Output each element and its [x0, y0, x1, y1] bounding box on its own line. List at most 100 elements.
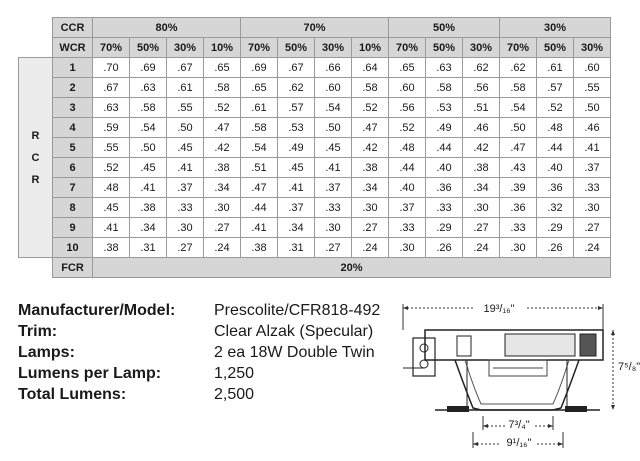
cu-value-cell: .43	[499, 157, 537, 178]
cu-value-cell: .62	[462, 57, 500, 78]
cu-value-cell: .67	[92, 77, 130, 98]
table-row: 3.63.58.55.52.61.57.54.52.56.53.51.54.52…	[19, 97, 611, 118]
cu-value-cell: .33	[425, 197, 463, 218]
cu-value-cell: .64	[351, 57, 389, 78]
cu-value-cell: .36	[499, 197, 537, 218]
luminaire-dimension-diagram: 19³/₁₆" 7⁵/₈" 7³/	[395, 298, 640, 458]
wcr-header-cell: 50%	[129, 37, 167, 58]
cu-value-cell: .47	[203, 117, 241, 138]
cu-value-cell: .69	[240, 57, 278, 78]
corner-blank	[18, 37, 53, 58]
cu-value-cell: .55	[166, 97, 204, 118]
cu-value-cell: .45	[129, 157, 167, 178]
ccr-group-50: 50%	[388, 17, 500, 38]
rcr-side-letter: R	[31, 129, 40, 142]
cu-value-cell: .51	[462, 97, 500, 118]
cu-value-cell: .44	[240, 197, 278, 218]
wcr-header-cell: 70%	[388, 37, 426, 58]
rcr-value: 3	[52, 97, 93, 118]
height-label: 7⁵/₈"	[618, 361, 640, 373]
cu-value-cell: .51	[240, 157, 278, 178]
cu-value-cell: .46	[573, 117, 611, 138]
cu-value-cell: .37	[166, 177, 204, 198]
spec-row: Total Lumens:2,500	[18, 384, 380, 405]
wcr-header-cell: 30%	[166, 37, 204, 58]
wcr-header-cell: 50%	[536, 37, 574, 58]
spec-row: Trim:Clear Alzak (Specular)	[18, 321, 380, 342]
ballast-box	[504, 333, 576, 357]
table-row: 5.55.50.45.42.54.49.45.42.48.44.42.47.44…	[19, 137, 611, 158]
cu-value-cell: .33	[573, 177, 611, 198]
cu-value-cell: .47	[351, 117, 389, 138]
ccr-label: CCR	[52, 17, 93, 38]
wcr-header-cell: 70%	[499, 37, 537, 58]
cu-value-cell: .33	[166, 197, 204, 218]
table-row: 10.38.31.27.24.38.31.27.24.30.26.24.30.2…	[19, 237, 611, 258]
cu-value-cell: .50	[129, 137, 167, 158]
cu-value-cell: .39	[499, 177, 537, 198]
spec-value: 2 ea 18W Double Twin	[214, 344, 375, 361]
rcr-value: 8	[52, 197, 93, 218]
aperture-label: 7³/₄"	[508, 419, 529, 431]
cu-value-cell: .29	[425, 217, 463, 238]
cu-value-cell: .41	[573, 137, 611, 158]
cu-value-cell: .62	[499, 57, 537, 78]
cu-value-cell: .57	[277, 97, 315, 118]
rcr-value: 7	[52, 177, 93, 198]
cu-value-cell: .33	[314, 197, 352, 218]
cu-value-cell: .27	[203, 217, 241, 238]
cu-value-cell: .48	[536, 117, 574, 138]
ccr-group-70: 70%	[240, 17, 389, 38]
cu-value-cell: .27	[314, 237, 352, 258]
cu-value-cell: .58	[425, 77, 463, 98]
cu-value-cell: .54	[314, 97, 352, 118]
cu-value-cell: .27	[351, 217, 389, 238]
cu-value-cell: .38	[92, 237, 130, 258]
cu-value-cell: .44	[388, 157, 426, 178]
cu-value-cell: .52	[536, 97, 574, 118]
cu-value-cell: .31	[277, 237, 315, 258]
cu-value-cell: .58	[499, 77, 537, 98]
wcr-header-cell: 30%	[462, 37, 500, 58]
wcr-header-cell: 70%	[92, 37, 130, 58]
table-row: 6.52.45.41.38.51.45.41.38.44.40.38.43.40…	[19, 157, 611, 178]
wcr-header-cell: 70%	[240, 37, 278, 58]
cu-value-cell: .41	[240, 217, 278, 238]
table-row: 4.59.54.50.47.58.53.50.47.52.49.46.50.48…	[19, 117, 611, 138]
cu-value-cell: .49	[425, 117, 463, 138]
wcr-header-cell: 30%	[314, 37, 352, 58]
cu-value-cell: .61	[536, 57, 574, 78]
cu-value-cell: .30	[573, 197, 611, 218]
cu-value-cell: .31	[129, 237, 167, 258]
cu-value-cell: .34	[462, 177, 500, 198]
luminaire-specs: Manufacturer/Model:Prescolite/CFR818-492…	[18, 300, 380, 405]
rcr-value: 5	[52, 137, 93, 158]
cu-value-cell: .42	[203, 137, 241, 158]
wcr-label: WCR	[52, 37, 93, 58]
cu-value-cell: .40	[425, 157, 463, 178]
wcr-header-cell: 50%	[425, 37, 463, 58]
wcr-header-cell: 50%	[277, 37, 315, 58]
cu-value-cell: .29	[536, 217, 574, 238]
cu-value-cell: .30	[462, 197, 500, 218]
cu-value-cell: .40	[536, 157, 574, 178]
cu-value-cell: .60	[573, 57, 611, 78]
cu-value-cell: .37	[314, 177, 352, 198]
cu-value-cell: .33	[388, 217, 426, 238]
spec-row: Lamps:2 ea 18W Double Twin	[18, 342, 380, 363]
wcr-header-cell: 10%	[351, 37, 389, 58]
spec-label: Manufacturer/Model:	[18, 302, 176, 319]
cu-value-cell: .57	[536, 77, 574, 98]
cu-value-cell: .38	[129, 197, 167, 218]
cu-value-cell: .24	[203, 237, 241, 258]
cu-value-cell: .32	[536, 197, 574, 218]
cu-value-cell: .38	[240, 237, 278, 258]
cu-value-cell: .26	[425, 237, 463, 258]
cu-value-cell: .44	[536, 137, 574, 158]
cu-value-cell: .36	[425, 177, 463, 198]
cu-value-cell: .27	[573, 217, 611, 238]
ccr-group-80: 80%	[92, 17, 241, 38]
cu-value-cell: .61	[166, 77, 204, 98]
cu-value-cell: .38	[203, 157, 241, 178]
